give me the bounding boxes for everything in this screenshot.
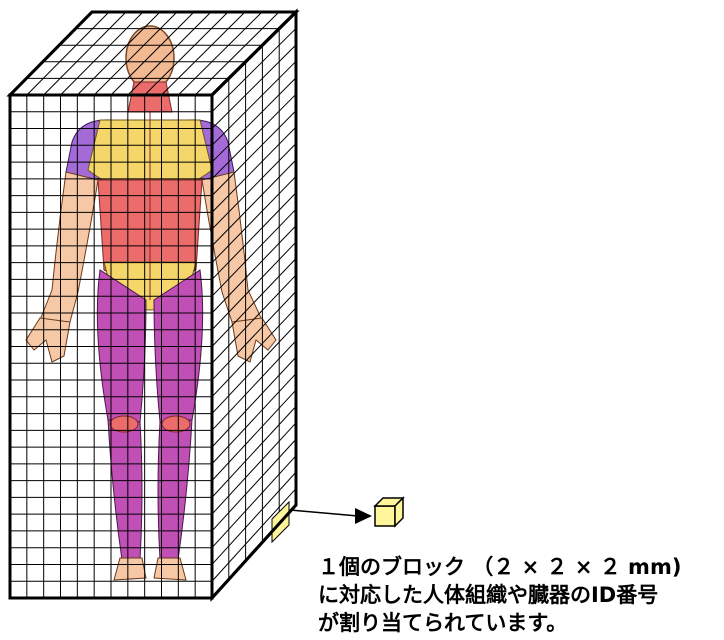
neck [128,82,172,112]
voxel-cube-icon [375,498,403,526]
knee-left [110,416,138,432]
caption-line-2: に対応した人体組織や臓器のID番号 [318,581,724,609]
foot-left [114,558,146,580]
arrow-line [290,510,358,516]
caption-line-1: １個のブロック （２ × ２ × ２ mm) [318,553,724,581]
head [126,26,174,90]
figure-caption: １個のブロック （２ × ２ × ２ mm) に対応した人体組織や臓器のID番号… [318,553,724,637]
knee-right [162,416,190,432]
foot-right [154,558,186,580]
caption-line-3: が割り当てられています。 [318,609,724,637]
arrow-right-icon [355,508,372,524]
